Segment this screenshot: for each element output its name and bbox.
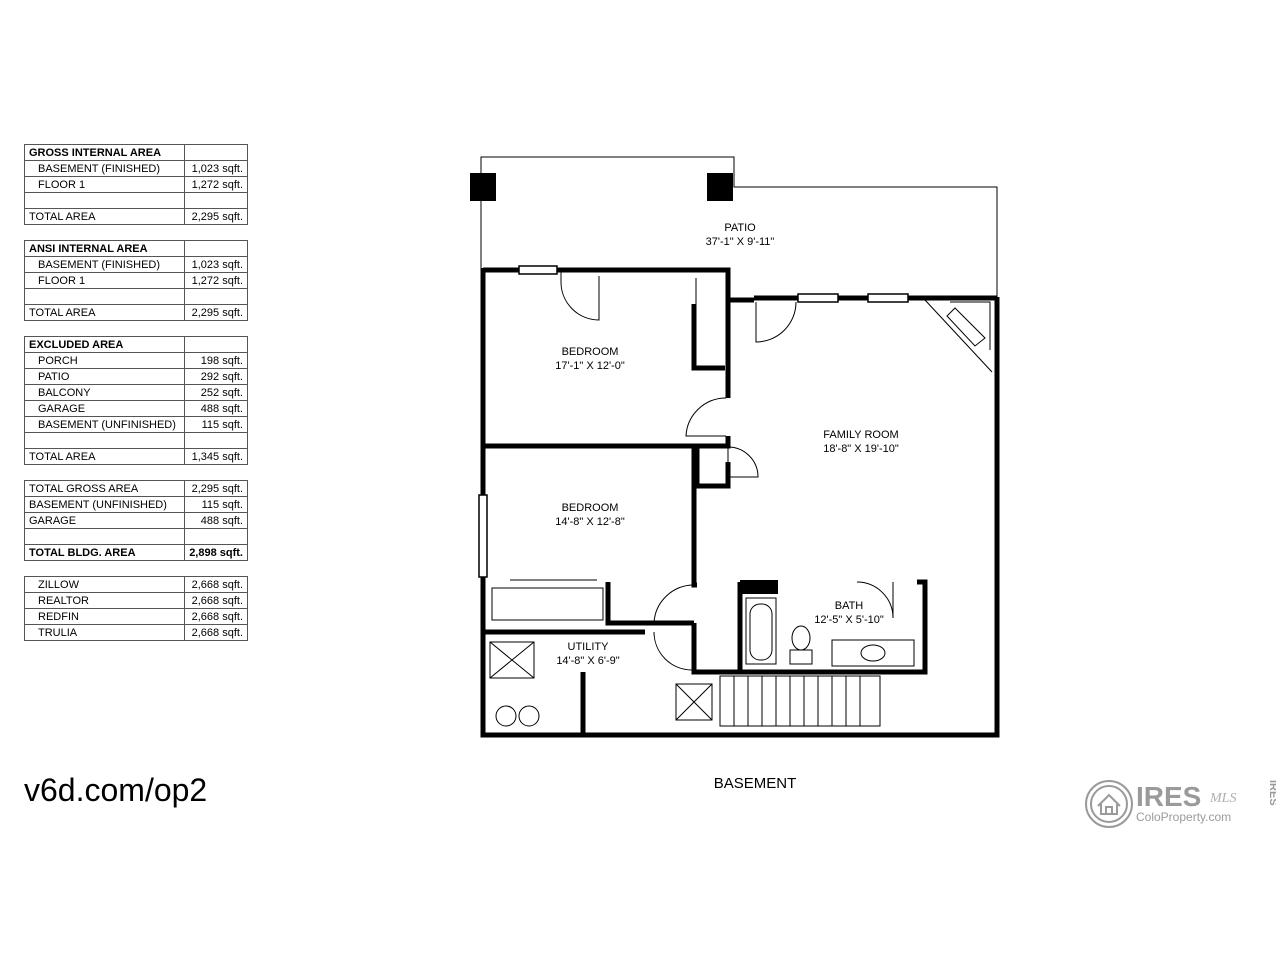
area-value: 2,295 sqft. xyxy=(184,304,248,321)
toilet-tank xyxy=(789,649,813,665)
area-row: ANSI INTERNAL AREA xyxy=(24,240,248,257)
area-value: 115 sqft. xyxy=(184,496,248,513)
toilet-bowl xyxy=(791,625,811,651)
room-label-bedroom-2: BEDROOM 14'-8" X 12'-8" xyxy=(555,501,625,529)
room-name: BEDROOM xyxy=(561,502,619,514)
patio-post xyxy=(470,173,496,201)
logo-suffix: MLS xyxy=(1209,791,1236,806)
door-swings xyxy=(560,270,894,671)
room-label-bath: BATH 12'-5" X 5'-10" xyxy=(814,599,884,627)
bath-fixtures xyxy=(745,597,915,667)
house-icon xyxy=(1085,780,1133,828)
room-name: UTILITY xyxy=(567,641,609,653)
bathtub xyxy=(745,597,777,665)
area-label: TOTAL AREA xyxy=(24,208,185,225)
area-row: BASEMENT (FINISHED)1,023 sqft. xyxy=(24,256,248,273)
room-dimensions: 14'-8" X 6'-9" xyxy=(556,655,620,667)
room-name: BATH xyxy=(834,600,864,612)
closet-fixtures xyxy=(491,278,697,621)
sink xyxy=(860,644,886,662)
area-value: 1,272 sqft. xyxy=(184,176,248,193)
room-dimensions: 14'-8" X 12'-8" xyxy=(555,516,625,528)
area-value: 488 sqft. xyxy=(184,512,248,529)
bath-wall-block xyxy=(740,580,778,594)
room-label-family-room: FAMILY ROOM 18'-8" X 19'-10" xyxy=(823,428,899,456)
area-label: ANSI INTERNAL AREA xyxy=(24,240,185,257)
water-heater xyxy=(518,705,540,727)
furnace xyxy=(489,641,535,679)
room-label-bedroom-1: BEDROOM 17'-1" X 12'-0" xyxy=(555,345,625,373)
area-value: 2,898 sqft. xyxy=(184,544,248,561)
area-value: 198 sqft. xyxy=(184,352,248,369)
stairs xyxy=(719,675,881,727)
area-label: TOTAL AREA xyxy=(24,448,185,465)
room-name: PATIO xyxy=(724,222,756,234)
room-label-utility: UTILITY 14'-8" X 6'-9" xyxy=(556,640,619,668)
area-value: 1,023 sqft. xyxy=(184,256,248,273)
interior-walls xyxy=(483,300,928,735)
area-value: 1,345 sqft. xyxy=(184,448,248,465)
area-value: 2,295 sqft. xyxy=(184,208,248,225)
utility-equipment xyxy=(489,641,713,727)
vanity xyxy=(831,639,915,667)
logo-side-text: IRES xyxy=(1267,780,1276,806)
area-label: BASEMENT (FINISHED) xyxy=(24,256,185,273)
area-row: BASEMENT (FINISHED)1,023 sqft. xyxy=(24,160,248,177)
logo-brand: IRES xyxy=(1136,781,1201,812)
windows xyxy=(478,265,909,578)
area-label: TRULIA xyxy=(24,624,185,641)
area-value: 488 sqft. xyxy=(184,400,248,417)
logo-site: ColoProperty.com xyxy=(1136,810,1231,824)
fireplace xyxy=(924,299,993,373)
patio-post xyxy=(707,173,733,201)
room-name: BEDROOM xyxy=(561,346,619,358)
room-dimensions: 17'-1" X 12'-0" xyxy=(555,360,625,372)
floor-name: BASEMENT xyxy=(713,775,797,792)
area-value: 2,668 sqft. xyxy=(184,576,248,593)
room-name: FAMILY ROOM xyxy=(823,429,899,441)
area-value: 2,668 sqft. xyxy=(184,624,248,641)
room-dimensions: 18'-8" X 19'-10" xyxy=(823,443,899,455)
site-url: v6d.com/op2 xyxy=(24,772,208,808)
room-label-patio: PATIO 37'-1" X 9'-11" xyxy=(706,221,775,249)
ires-logo: IRES MLS ColoProperty.com IRES xyxy=(1085,780,1276,828)
room-dimensions: 37'-1" X 9'-11" xyxy=(705,236,775,248)
area-value: 292 sqft. xyxy=(184,368,248,385)
room-dimensions: 12'-5" X 5'-10" xyxy=(814,614,884,626)
water-heater xyxy=(495,705,517,727)
